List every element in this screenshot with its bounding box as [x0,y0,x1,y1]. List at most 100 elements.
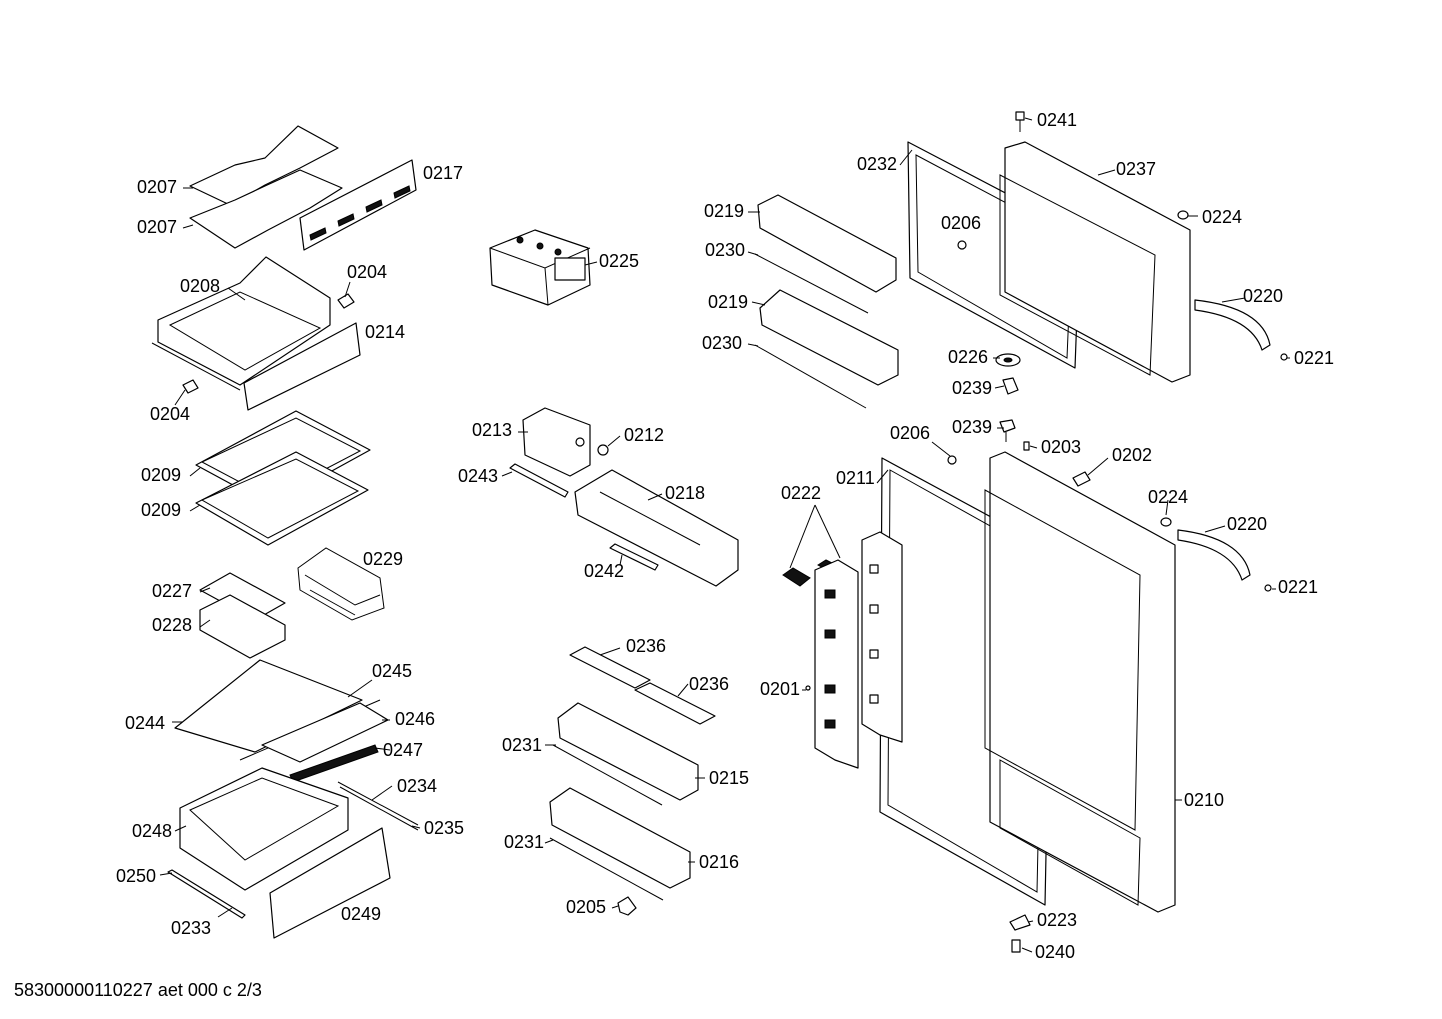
label-0207-lower: 0207 [137,217,177,237]
label-0233: 0233 [171,918,211,938]
part-0219-door-shelf-upper [757,194,897,293]
part-0215-door-shelf [557,702,699,801]
label-0244: 0244 [125,713,165,733]
part-0229-wire-rack [297,547,385,621]
part-0230-rod-upper [754,253,869,314]
label-0224-lower: 0224 [1148,487,1188,507]
label-0220-lower: 0220 [1227,514,1267,534]
part-0249-drawer-front [269,827,391,939]
document-code: 58300000110227 aet 000 c 2/3 [14,980,262,1000]
part-0220-handle-upper [1194,299,1271,351]
label-0230-lower: 0230 [702,333,742,353]
label-0208: 0208 [180,276,220,296]
label-0216: 0216 [699,852,739,872]
part-0231-rod-upper [552,744,663,806]
part-0224-cap-lower [1160,517,1172,527]
part-0217-vent-panel [299,159,417,251]
label-0243: 0243 [458,466,498,486]
label-0207-upper: 0207 [137,177,177,197]
part-0210-lower-door [984,451,1176,913]
part-0234-runner [337,781,419,831]
part-0242-strip [609,543,659,571]
label-0235: 0235 [424,818,464,838]
label-0223: 0223 [1037,910,1077,930]
part-0223-hinge [1009,914,1031,931]
label-0219-lower: 0219 [708,292,748,312]
label-0221-lower: 0221 [1278,577,1318,597]
part-0214-front-panel [243,322,361,411]
label-0210: 0210 [1184,790,1224,810]
label-0205: 0205 [566,897,606,917]
label-0202: 0202 [1112,445,1152,465]
label-0224-upper: 0224 [1202,207,1242,227]
label-0228: 0228 [152,615,192,635]
label-0218: 0218 [665,483,705,503]
part-0248-drawer [179,767,349,891]
label-0209-upper: 0209 [141,465,181,485]
label-0204-upper: 0204 [347,262,387,282]
part-0239-pin-lower [999,419,1016,442]
label-0231-upper: 0231 [502,735,542,755]
label-0206-lower: 0206 [890,423,930,443]
part-0221-cap-lower [1264,584,1272,592]
label-0212: 0212 [624,425,664,445]
part-0202-hinge [1072,471,1091,487]
part-0237-upper-door [999,141,1191,383]
part-0212-knob [597,444,609,456]
part-0226-washer [995,353,1021,367]
label-0226: 0226 [948,347,988,367]
label-0248: 0248 [132,821,172,841]
part-0243-strip [509,463,569,498]
label-0239-lower: 0239 [952,417,992,437]
label-0227: 0227 [152,581,192,601]
part-0233-runner [167,869,246,919]
label-0242: 0242 [584,561,624,581]
label-0232: 0232 [857,154,897,174]
label-0230-upper: 0230 [705,240,745,260]
label-0236-upper: 0236 [626,636,666,656]
part-0239-pin-upper [1002,377,1019,395]
part-0204-clip-upper [337,293,355,309]
part-0240-pin [1011,939,1021,953]
label-0250: 0250 [116,866,156,886]
part-0236-egg-tray-upper [569,646,651,689]
label-0203: 0203 [1041,437,1081,457]
label-0206-upper: 0206 [941,213,981,233]
label-0241: 0241 [1037,110,1077,130]
part-0205-clip [617,896,637,916]
part-0230-rod-lower [754,344,867,409]
label-0225: 0225 [599,251,639,271]
label-0211: 0211 [836,468,875,488]
label-0234: 0234 [397,776,437,796]
part-0231-rod-lower [549,837,664,901]
label-0245: 0245 [372,661,412,681]
part-0225-control-box [489,229,591,306]
label-0237: 0237 [1116,159,1156,179]
part-0201-side-panel [805,559,859,769]
part-0224-cap-upper [1177,210,1189,220]
part-0220-handle-lower [1177,529,1251,581]
part-0203-screw [1023,441,1030,451]
label-0247: 0247 [383,740,423,760]
label-0217: 0217 [423,163,463,183]
label-0249: 0249 [341,904,381,924]
label-0220-upper: 0220 [1243,286,1283,306]
label-0229: 0229 [363,549,403,569]
part-0244-glass-plate [174,659,363,753]
part-0218-shelf [574,469,739,587]
part-0209-shelf-lower [195,451,369,546]
label-0240: 0240 [1035,942,1075,962]
part-0228-box [199,594,286,659]
part-0206-plug-lower [947,455,957,465]
label-0236-lower: 0236 [689,674,729,694]
leader-lines [159,117,1290,953]
label-0209-lower: 0209 [141,500,181,520]
label-0204-lower: 0204 [150,404,190,424]
label-0214: 0214 [365,322,405,342]
part-0216-door-shelf [549,787,691,889]
part-0221-cap-upper [1280,353,1288,361]
part-labels: 0207 0207 0217 0208 0204 0214 0204 0209 … [116,110,1334,962]
part-0219-door-shelf-lower [759,289,899,386]
part-0208-tray [151,256,331,391]
label-0221-upper: 0221 [1294,348,1334,368]
